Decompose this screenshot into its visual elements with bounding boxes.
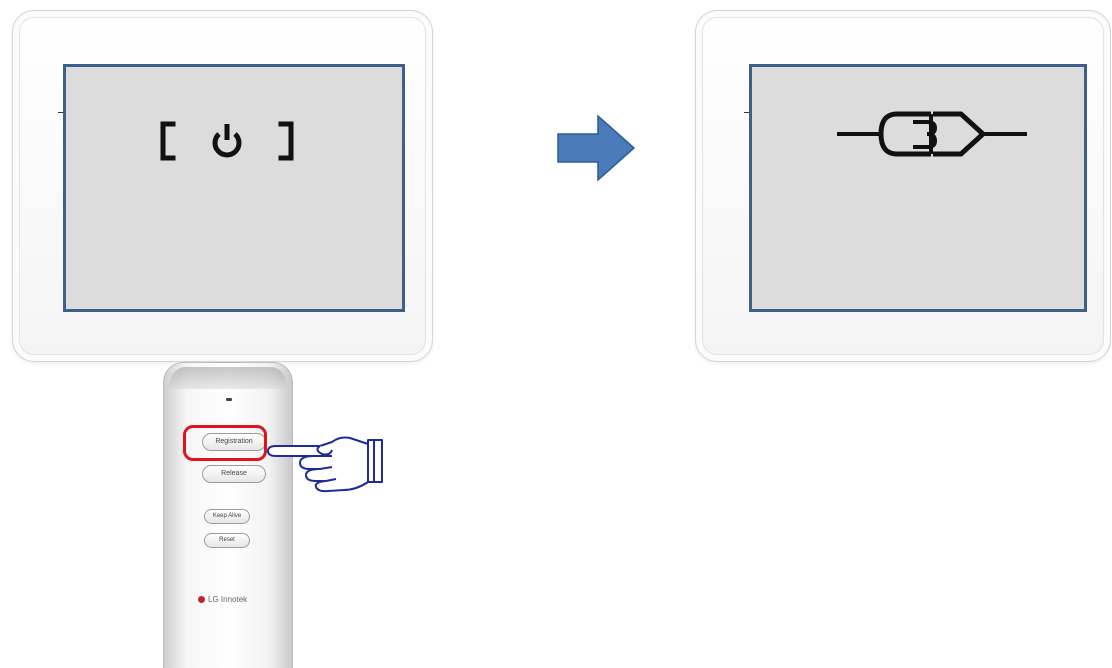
release-button[interactable]: Release <box>202 465 266 483</box>
remote-top-cap <box>170 367 286 389</box>
keep-alive-button[interactable]: Keep Alive <box>204 509 250 524</box>
status-led <box>226 398 232 401</box>
brand-logo: LG Innotek <box>198 595 247 604</box>
left-display <box>63 64 405 312</box>
brand-label: LG Innotek <box>208 595 247 604</box>
reset-button[interactable]: Reset <box>204 533 250 548</box>
connector-plug-icon <box>749 64 1087 312</box>
right-display <box>749 64 1087 312</box>
registration-highlight <box>183 425 267 461</box>
bracketed-power-icon <box>63 64 405 312</box>
brand-dot-icon <box>198 596 205 603</box>
remote-controller: Registration Release Keep Alive Reset LG… <box>163 362 293 668</box>
right-arrow-icon <box>556 110 636 190</box>
pointing-hand-icon <box>266 432 388 494</box>
